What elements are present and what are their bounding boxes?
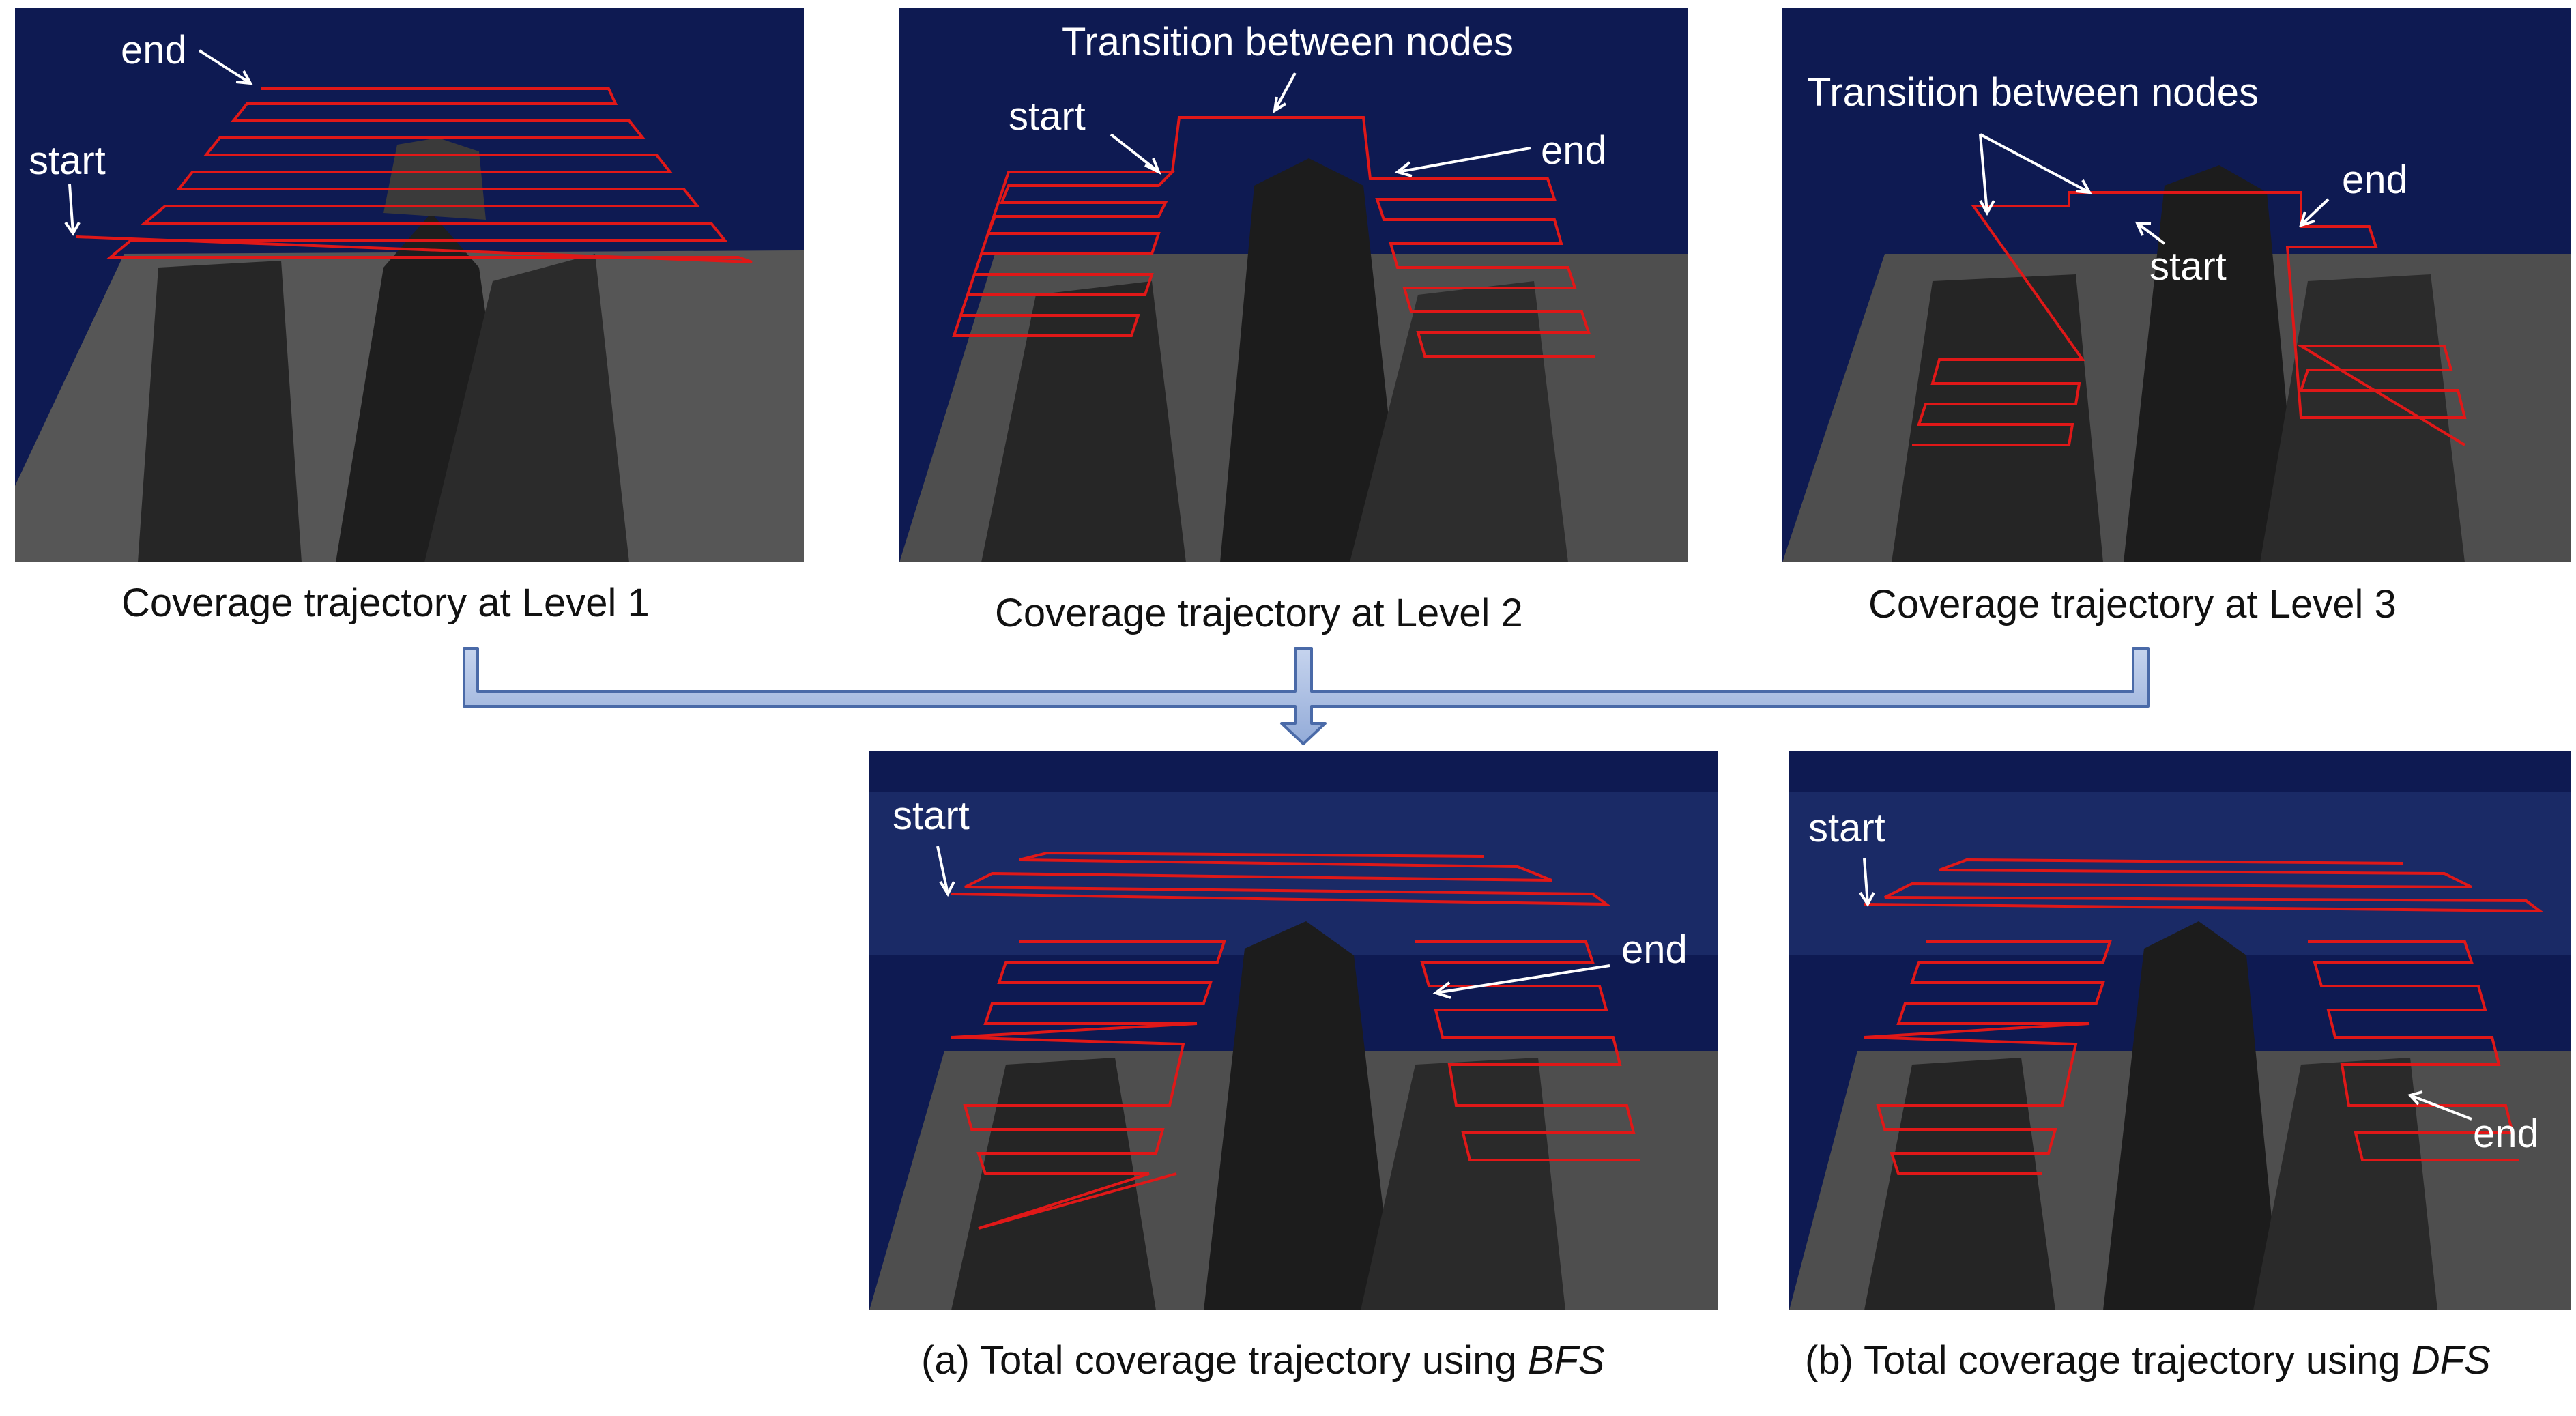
- caption-bfs-method: BFS: [1527, 1338, 1605, 1383]
- panel-level-3: Transition between nodes end start: [1782, 8, 2571, 562]
- panel-level-1: end start: [15, 8, 804, 562]
- level-2-annotation-arrows: [1110, 72, 1531, 177]
- level-1-annotation-arrows: [64, 49, 253, 236]
- bfs-scene: [869, 751, 1718, 1310]
- caption-dfs-total: (b) Total coverage trajectory using DFS: [1805, 1338, 2491, 1383]
- label-transition-between-nodes: Transition between nodes: [1807, 70, 2259, 115]
- coverage-trajectory-level-1: [76, 87, 753, 263]
- label-end: end: [2342, 158, 2408, 202]
- label-end: end: [2473, 1112, 2539, 1156]
- coverage-trajectory-level-2: [952, 116, 1595, 358]
- label-start: start: [1808, 806, 1885, 850]
- level-2-scene: [899, 8, 1688, 562]
- label-end: end: [1621, 927, 1688, 972]
- label-start: start: [2150, 244, 2227, 289]
- label-start: start: [29, 139, 106, 183]
- total-trajectory-dfs: [1864, 858, 2545, 1175]
- caption-level-2: Coverage trajectory at Level 2: [995, 591, 1523, 635]
- caption-bfs-prefix: (a) Total coverage trajectory using: [921, 1338, 1528, 1383]
- level-3-annotation-arrows: [1979, 133, 2330, 245]
- coverage-trajectory-level-3: [1912, 191, 2467, 446]
- dfs-annotation-arrows: [1859, 858, 2472, 1121]
- caption-dfs-method: DFS: [2411, 1338, 2491, 1383]
- label-start: start: [893, 794, 970, 838]
- connector-bracket: [463, 647, 2150, 745]
- label-transition-between-nodes: Transition between nodes: [1062, 20, 1514, 64]
- caption-dfs-prefix: (b) Total coverage trajectory using: [1805, 1338, 2412, 1383]
- dfs-scene: [1789, 751, 2571, 1310]
- label-end: end: [121, 28, 187, 72]
- total-trajectory-bfs: [951, 851, 1640, 1230]
- level-3-scene: [1782, 8, 2571, 562]
- label-end: end: [1541, 128, 1607, 173]
- label-start: start: [1009, 94, 1086, 139]
- panel-bfs-total: start end: [869, 751, 1718, 1310]
- panel-level-2: Transition between nodes start end: [899, 8, 1688, 562]
- bfs-annotation-arrows: [936, 846, 1610, 999]
- caption-bfs-total: (a) Total coverage trajectory using BFS: [921, 1338, 1605, 1383]
- panel-dfs-total: start end: [1789, 751, 2571, 1310]
- caption-level-1: Coverage trajectory at Level 1: [121, 581, 650, 625]
- caption-level-3: Coverage trajectory at Level 3: [1868, 582, 2397, 626]
- level-1-scene: [15, 8, 804, 562]
